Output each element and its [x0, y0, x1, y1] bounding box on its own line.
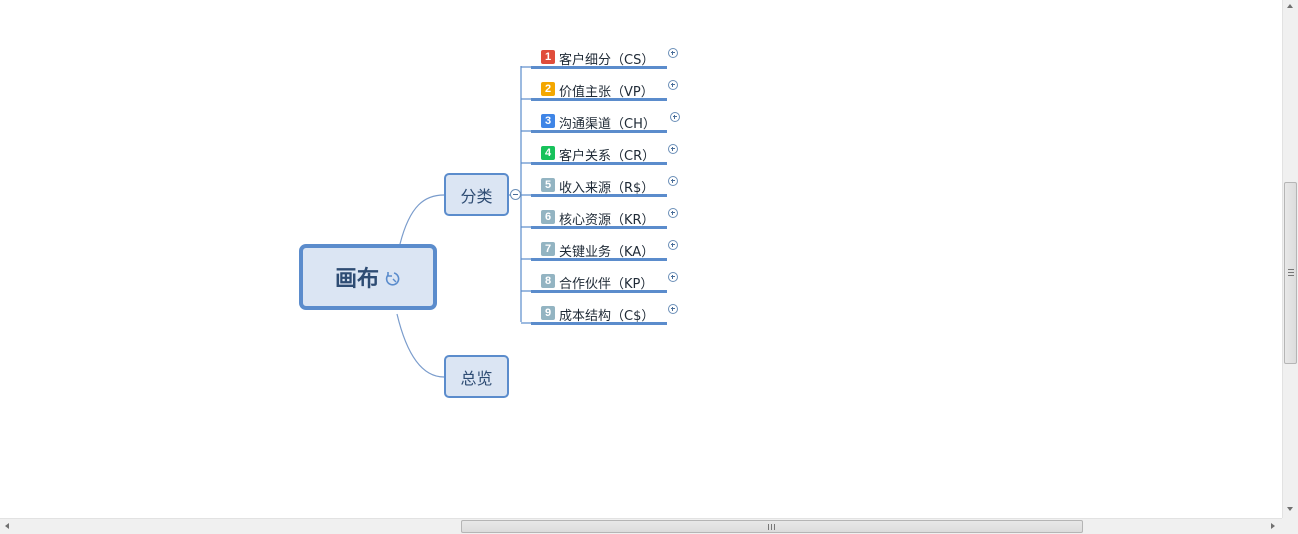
- mindmap-canvas[interactable]: 画布 分类 总览 1 客户细分（CS） 2 价值主张（VP） 3 沟通渠道（CH） 4 客户关…: [0, 0, 1282, 518]
- grip-icon: [1288, 269, 1294, 276]
- root-to-fenlei-link: [399, 194, 445, 245]
- root-to-zonglan-link: [396, 313, 445, 378]
- category-item[interactable]: 6 核心资源（KR）: [531, 197, 667, 229]
- category-item[interactable]: 9 成本结构（C$）: [531, 293, 667, 325]
- expand-icon[interactable]: [670, 112, 680, 122]
- root-topic[interactable]: 画布: [299, 244, 437, 310]
- expand-icon[interactable]: [668, 80, 678, 90]
- category-underline: [531, 226, 667, 229]
- priority-badge: 1: [541, 50, 555, 64]
- connector-lines: [396, 66, 531, 378]
- category-underline: [531, 258, 667, 261]
- priority-badge: 2: [541, 82, 555, 96]
- expand-icon[interactable]: [668, 240, 678, 250]
- horizontal-scrollbar[interactable]: [0, 518, 1282, 534]
- category-underline: [531, 322, 667, 325]
- category-underline: [531, 98, 667, 101]
- branch-fenlei[interactable]: 分类: [444, 173, 509, 216]
- priority-badge: 7: [541, 242, 555, 256]
- expand-icon[interactable]: [668, 304, 678, 314]
- refresh-icon[interactable]: [385, 271, 401, 287]
- category-underline: [531, 162, 667, 165]
- priority-badge: 5: [541, 178, 555, 192]
- scroll-left-arrow[interactable]: [5, 523, 9, 529]
- category-label: 沟通渠道（CH）: [559, 117, 656, 132]
- vertical-scrollbar[interactable]: [1282, 0, 1298, 518]
- scroll-right-arrow[interactable]: [1271, 523, 1275, 529]
- priority-badge: 8: [541, 274, 555, 288]
- grip-icon: [768, 524, 775, 530]
- expand-icon[interactable]: [668, 176, 678, 186]
- category-underline: [531, 66, 667, 69]
- scrollbar-corner: [1282, 518, 1298, 534]
- priority-badge: 6: [541, 210, 555, 224]
- category-item[interactable]: 8 合作伙伴（KP）: [531, 261, 667, 293]
- category-item[interactable]: 2 价值主张（VP）: [531, 69, 667, 101]
- category-underline: [531, 194, 667, 197]
- category-item[interactable]: 3 沟通渠道（CH）: [531, 101, 667, 133]
- priority-badge: 3: [541, 114, 555, 128]
- priority-badge: 9: [541, 306, 555, 320]
- category-underline: [531, 290, 667, 293]
- category-label: 收入来源（R$）: [559, 181, 655, 196]
- category-label: 关键业务（KA）: [559, 245, 655, 260]
- expand-icon[interactable]: [668, 144, 678, 154]
- collapse-icon[interactable]: [510, 189, 521, 200]
- category-item[interactable]: 4 客户关系（CR）: [531, 133, 667, 165]
- vertical-scroll-thumb[interactable]: [1284, 182, 1297, 364]
- category-label: 客户关系（CR）: [559, 149, 656, 164]
- category-item[interactable]: 1 客户细分（CS）: [531, 37, 667, 69]
- priority-badge: 4: [541, 146, 555, 160]
- category-label: 成本结构（C$）: [559, 309, 655, 324]
- root-topic-label: 画布: [334, 267, 379, 292]
- expand-icon[interactable]: [668, 208, 678, 218]
- expand-icon[interactable]: [668, 48, 678, 58]
- branch-zonglan[interactable]: 总览: [444, 355, 509, 398]
- category-label: 客户细分（CS）: [559, 53, 655, 68]
- category-label: 合作伙伴（KP）: [559, 277, 654, 292]
- scroll-down-arrow[interactable]: [1287, 507, 1293, 511]
- expand-icon[interactable]: [668, 272, 678, 282]
- category-label: 核心资源（KR）: [559, 213, 655, 228]
- category-label: 价值主张（VP）: [559, 85, 654, 100]
- category-item[interactable]: 5 收入来源（R$）: [531, 165, 667, 197]
- category-item[interactable]: 7 关键业务（KA）: [531, 229, 667, 261]
- scroll-up-arrow[interactable]: [1287, 4, 1293, 8]
- horizontal-scroll-thumb[interactable]: [461, 520, 1083, 533]
- category-underline: [531, 130, 667, 133]
